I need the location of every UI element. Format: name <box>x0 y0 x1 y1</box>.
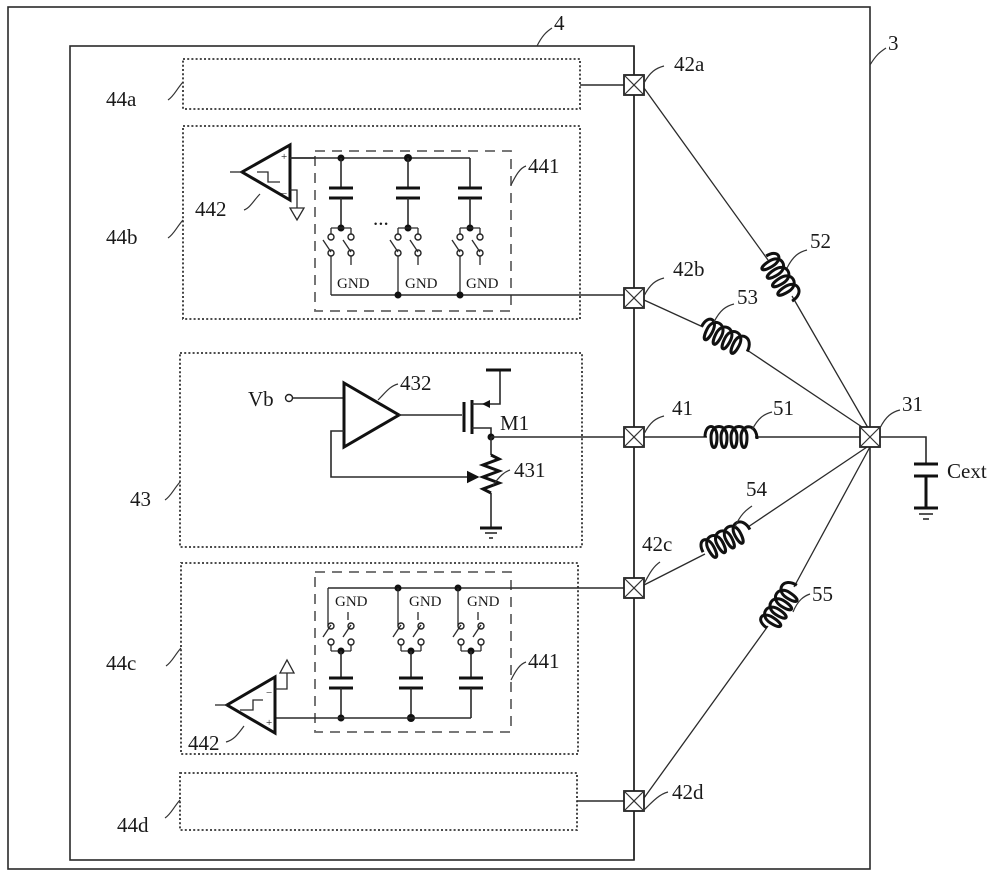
comparator-442-bottom: − + 442 <box>188 658 296 755</box>
label-442-top: 442 <box>195 197 227 221</box>
label-54: 54 <box>746 477 768 501</box>
ldo-regulator: Vb 432 M1 431 <box>248 368 624 539</box>
label-cext: Cext <box>947 459 987 483</box>
pad-42a[interactable] <box>623 74 645 96</box>
label-42c: 42c <box>642 532 672 556</box>
label-43: 43 <box>130 487 151 511</box>
inductor-52 <box>755 248 805 308</box>
label-42a: 42a <box>674 52 705 76</box>
label-31: 31 <box>902 392 923 416</box>
vb-label: Vb <box>248 387 274 411</box>
gnd-label: GND <box>467 594 500 610</box>
capacitor-array-441-top: GND GND GND ... 441 <box>290 150 624 312</box>
ground-triangle-icon <box>288 207 306 222</box>
amplifier-432 <box>342 380 402 450</box>
pad-41[interactable] <box>623 426 645 448</box>
label-44d: 44d <box>117 813 149 837</box>
leader-4 <box>536 27 553 47</box>
label-44b: 44b <box>106 225 138 249</box>
label-441-top: 441 <box>528 154 560 178</box>
block-43 <box>179 352 583 548</box>
gnd-label: GND <box>466 276 499 292</box>
svg-text:−: − <box>266 687 272 699</box>
block-44d <box>179 772 578 831</box>
block-44b <box>182 125 581 320</box>
cap-array-boundary <box>314 571 512 733</box>
pad-42b[interactable] <box>623 287 645 309</box>
label-431: 431 <box>514 458 546 482</box>
label-41: 41 <box>672 396 693 420</box>
label-53: 53 <box>737 285 758 309</box>
block-44a <box>182 58 581 110</box>
supply-triangle-icon <box>278 658 296 674</box>
cap-array-boundary <box>314 150 512 312</box>
leader-3 <box>869 47 887 66</box>
pad-42d[interactable] <box>623 790 645 812</box>
label-4: 4 <box>554 11 565 35</box>
external-capacitor: Cext <box>880 436 987 520</box>
label-42b: 42b <box>673 257 705 281</box>
svg-text:+: + <box>266 717 272 729</box>
label-51: 51 <box>773 396 794 420</box>
label-55: 55 <box>812 582 833 606</box>
gnd-label: GND <box>409 594 442 610</box>
label-42d: 42d <box>672 780 704 804</box>
gnd-label: GND <box>337 276 370 292</box>
label-441-bottom: 441 <box>528 649 560 673</box>
bond-wires <box>643 87 872 799</box>
svg-text:+: + <box>281 151 287 163</box>
inductor-54 <box>696 517 756 563</box>
pad-31[interactable] <box>859 426 881 448</box>
pad-42c[interactable] <box>623 577 645 599</box>
gnd-label: GND <box>405 276 438 292</box>
label-432: 432 <box>400 371 432 395</box>
label-3: 3 <box>888 31 899 55</box>
label-m1: M1 <box>500 411 529 435</box>
inductor-53 <box>695 315 755 361</box>
label-52: 52 <box>810 229 831 253</box>
label-44a: 44a <box>106 87 137 111</box>
block-44c <box>180 562 579 755</box>
ellipsis: ... <box>373 206 389 230</box>
svg-text:−: − <box>281 188 287 200</box>
inductor-55 <box>756 576 806 636</box>
label-442-bottom: 442 <box>188 731 220 755</box>
label-44c: 44c <box>106 651 136 675</box>
inductor-51 <box>703 425 759 449</box>
gnd-label: GND <box>335 594 368 610</box>
vb-terminal[interactable] <box>284 393 294 403</box>
capacitor-array-441-bottom: GND GND GND 441 <box>275 571 624 733</box>
comparator-442-top: + − 442 <box>195 142 315 222</box>
potentiometer-431 <box>478 453 504 495</box>
